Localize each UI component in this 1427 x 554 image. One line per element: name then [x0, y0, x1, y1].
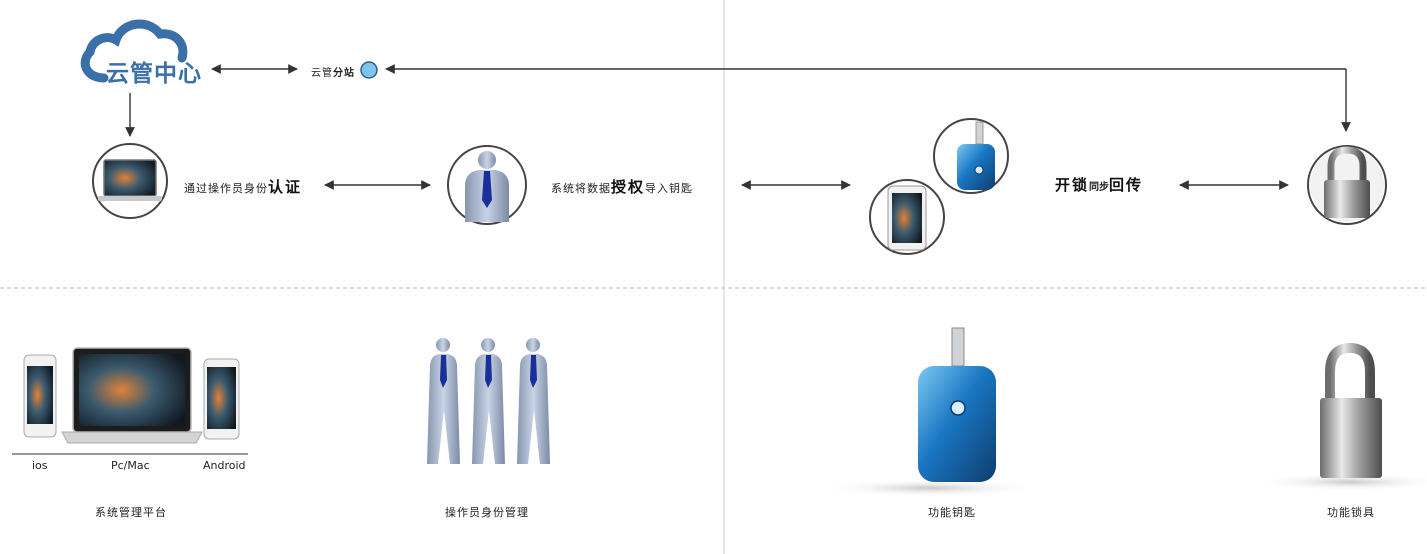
key-circle-icon [933, 118, 1009, 194]
phone-circle-icon [869, 179, 945, 255]
substation-node-icon [360, 61, 378, 79]
cloud-icon [80, 19, 188, 83]
caption-operator: 操作员身份管理 [445, 506, 529, 519]
laptop-circle-icon [92, 143, 168, 219]
operator-circle-icon [447, 145, 527, 225]
unlock-label-c: 回传 [1109, 176, 1144, 194]
devices-illustration [12, 347, 248, 455]
auth-label: 通过操作员身份认证 [184, 176, 302, 197]
auth-label-b: 认证 [268, 178, 303, 196]
authorize-label-c: 导入钥匙 [645, 182, 694, 195]
platform-ios: ios [32, 459, 48, 472]
caption-lock: 功能锁具 [1327, 506, 1375, 519]
cloud-center-title: 云管中心 [106, 61, 202, 87]
platform-android: Android [203, 459, 246, 472]
operators-illustration [427, 338, 550, 464]
substation-label-b: 分站 [333, 68, 355, 79]
unlock-label-b: 同步 [1089, 182, 1110, 193]
caption-key: 功能钥匙 [928, 506, 976, 519]
substation-label-a: 云管 [311, 68, 333, 79]
unlock-label: 开锁同步回传 [1055, 174, 1143, 195]
caption-platform: 系统管理平台 [95, 506, 167, 519]
substation-label: 云管分站 [311, 64, 355, 79]
lock-circle-icon [1307, 145, 1387, 225]
function-lock-illustration [1255, 342, 1427, 491]
function-key-illustration [820, 327, 1040, 497]
unlock-label-a: 开锁 [1055, 176, 1090, 194]
auth-label-a: 通过操作员身份 [184, 182, 268, 195]
platform-pcmac: Pc/Mac [111, 459, 150, 472]
authorize-label: 系统将数据授权导入钥匙 [551, 176, 693, 197]
authorize-label-b: 授权 [611, 178, 646, 196]
authorize-label-a: 系统将数据 [551, 182, 611, 195]
